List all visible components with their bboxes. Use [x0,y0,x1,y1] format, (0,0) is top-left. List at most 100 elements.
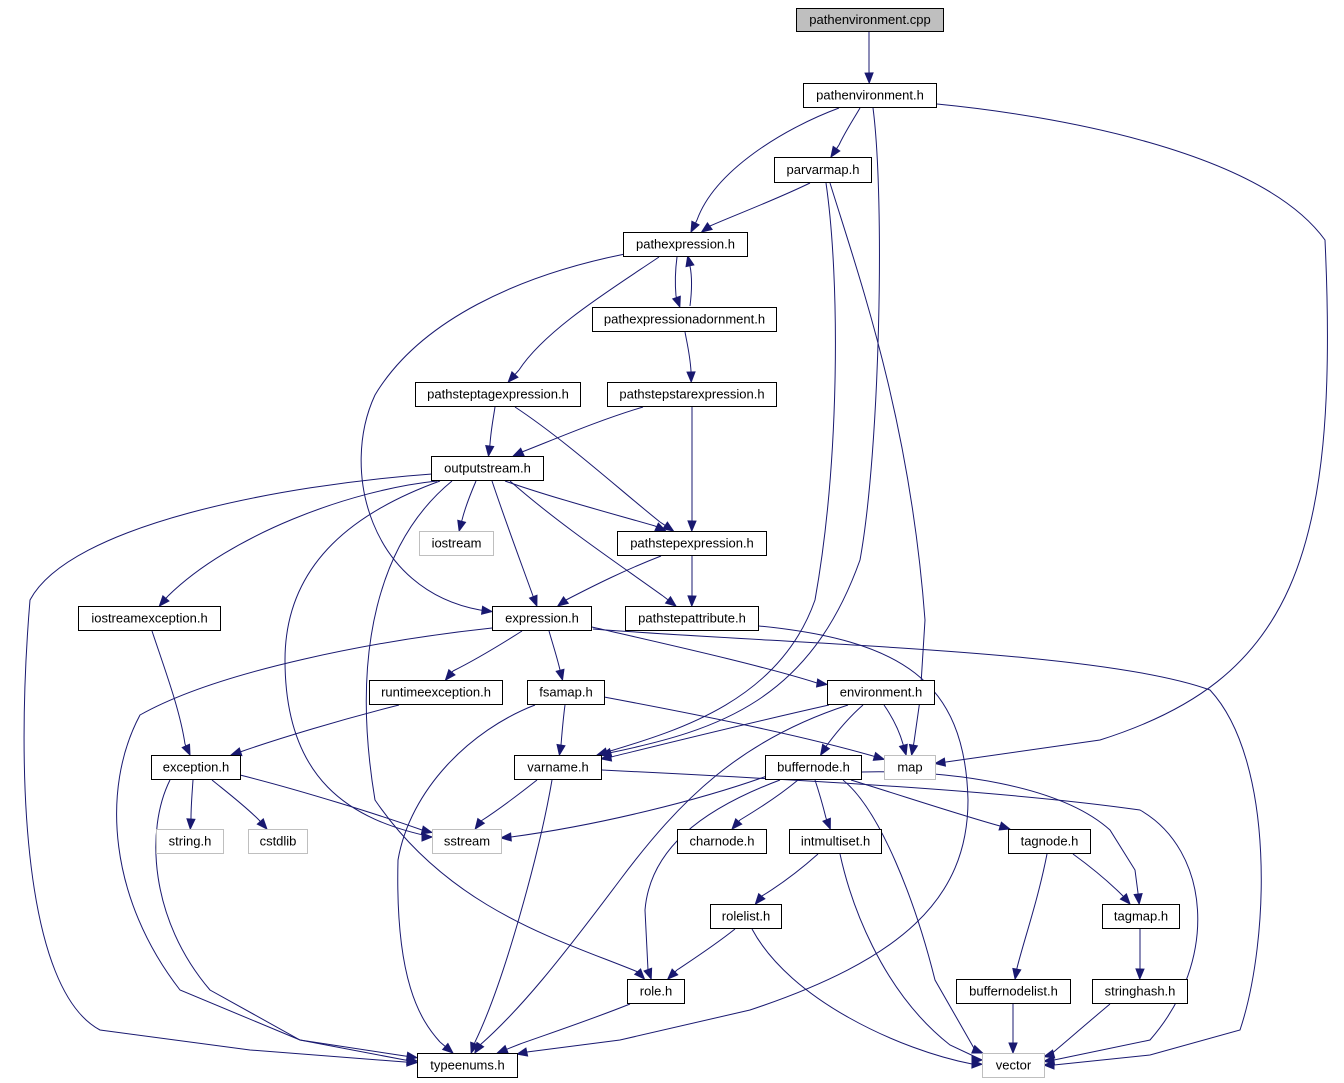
arrowhead [485,444,495,458]
node-label: vector [996,1058,1032,1073]
nodes-layer: pathenvironment.cpp pathenvironment.h parv… [78,8,1188,1078]
node-sstream: sstream [432,829,502,854]
node-box [78,606,221,631]
node-exception-h[interactable]: exception.h [151,755,241,780]
arrowhead [830,145,841,159]
node-box [1102,904,1180,929]
node-pathexpression-h[interactable]: pathexpression.h [623,232,748,257]
node-pathexpressionadornment-h[interactable]: pathexpressionadornment.h [592,307,777,332]
node-pathsteptagexpression-h[interactable]: pathsteptagexpression.h [415,382,581,407]
node-box [156,829,224,854]
node-rolelist-h[interactable]: rolelist.h [710,904,782,929]
arrowhead [662,521,675,532]
edge-pathsteptagexpression_h-to-outputstream_h [485,406,496,458]
node-varname-h[interactable]: varname.h [514,755,602,780]
node-label: map [897,760,922,775]
arrowhead [864,72,874,85]
node-parvarmap-h[interactable]: parvarmap.h [774,157,872,183]
arrowhead [1012,967,1022,981]
edge-buffernode_h-to-tagnode_h [850,779,1012,831]
node-intmultiset-h[interactable]: intmultiset.h [789,829,882,854]
edge-expression_h-to-environment_h [591,626,829,688]
edge-pathsteptagexpression_h-to-pathstepexpression_h [514,406,675,532]
node-iostreamexception-h[interactable]: iostreamexception.h [78,606,221,631]
edge-line [761,853,819,897]
node-charnode-h[interactable]: charnode.h [677,829,767,854]
edge-environment_h-to-buffernode_h [819,704,864,757]
edge-buffernode_h-to-sstream [499,775,768,842]
edge-line [826,704,864,746]
arrowhead [933,757,947,767]
edge-line [397,704,536,1043]
edge-line-tail [695,219,698,224]
arrowhead [528,594,538,608]
arrowhead [507,371,519,384]
edge-line [689,265,692,307]
edge-pathexpression_h-to-pathexpressionadornment_h [671,256,681,309]
node-box [982,1053,1045,1078]
node-outputstream-h[interactable]: outputstream.h [431,456,544,481]
arrowhead [687,520,697,533]
edge-line [610,704,830,758]
edge-exception_h-to-string_h [186,779,196,831]
node-environment-h[interactable]: environment.h [827,680,935,705]
edge-pathenvironment_h-to-pathexpression_h [690,107,840,234]
edge-line [603,696,874,757]
arrowhead [441,1042,454,1054]
arrowhead [470,1041,480,1055]
edge-role_h-to-typeenums_h [496,1003,631,1054]
node-tagnode-h[interactable]: tagnode.h [1008,829,1091,854]
node-box [369,680,503,705]
node-box [677,829,767,854]
edge-iostreamexception_h-to-exception_h [151,630,191,757]
node-label: runtimeexception.h [381,685,491,700]
node-box [415,382,581,407]
edge-tagnode_h-to-tagmap_h [1072,853,1131,906]
edge-pathstepstarexpression_h-to-pathstepexpression_h [687,407,697,533]
node-stringhash-h[interactable]: stringhash.h [1092,979,1188,1004]
node-fsamap-h[interactable]: fsamap.h [527,680,605,705]
edge-line [510,775,768,838]
node-role-h[interactable]: role.h [627,979,685,1004]
edge-line [504,480,656,527]
edge-fsamap_h-to-varname_h [556,704,566,757]
edge-line [674,256,678,297]
node-expression-h[interactable]: expression.h [492,606,592,631]
edge-buffernode_h-to-vector [842,779,984,1054]
node-tagmap-h[interactable]: tagmap.h [1102,904,1180,929]
edge-pathexpression_h-to-expression_h [360,253,626,615]
node-typeenums-h[interactable]: typeenums.h [417,1053,518,1078]
edge-line [838,107,861,146]
node-box [151,755,241,780]
edge-stringhash_h-to-vector [1042,1003,1111,1059]
node-pathenvironment-cpp[interactable]: pathenvironment.cpp [796,8,944,32]
edge-line [479,704,849,1046]
node-box [432,829,502,854]
edge-pathenvironment_h-to-parvarmap_h [830,107,861,159]
edge-buffernode_h-to-intmultiset_h [814,779,831,831]
edge-line [167,480,438,597]
edge-outputstream_h-to-pathstepattribute_h [509,480,678,607]
arrowhead [971,1059,984,1069]
arrowhead [480,605,494,615]
node-label: string.h [169,834,212,849]
edge-line [284,480,441,838]
edge-tagmap_h-to-stringhash_h [1135,929,1145,981]
edge-buffernodelist_h-to-vector [1008,1004,1018,1055]
edge-outputstream_h-to-pathstepexpression_h [504,480,667,532]
edge-line [850,779,1001,827]
node-box [1008,829,1091,854]
node-label: cstdlib [260,834,297,849]
node-pathstepexpression-h[interactable]: pathstepexpression.h [617,531,767,556]
arrowhead [499,832,512,842]
node-pathstepattribute-h[interactable]: pathstepattribute.h [625,606,759,631]
node-buffernode-h[interactable]: buffernode.h [765,755,862,780]
arrowhead [1133,893,1143,906]
node-pathstepstarexpression-h[interactable]: pathstepstarexpression.h [607,382,777,407]
node-label: charnode.h [689,834,754,849]
arrowhead [595,747,609,757]
node-pathenvironment-h[interactable]: pathenvironment.h [803,83,937,108]
node-runtimeexception-h[interactable]: runtimeexception.h [369,680,503,705]
node-buffernodelist-h[interactable]: buffernodelist.h [956,979,1071,1004]
node-label: parvarmap.h [787,162,860,177]
